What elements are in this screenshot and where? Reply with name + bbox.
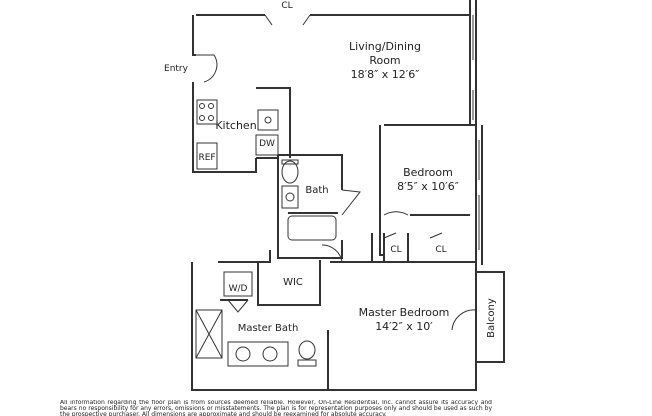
closet-b-label: CL (435, 245, 446, 255)
room-labels: CL Living/Dining Room 18′8″ x 12′6″ Entr… (164, 1, 497, 338)
master-toilet-icon (298, 340, 316, 360)
kitchen-label: Kitchen (215, 119, 256, 132)
doors (196, 14, 477, 331)
disclaimer-text: All information regarding the floor plan… (60, 400, 492, 416)
bath-label: Bath (305, 185, 328, 196)
kitchen-sink-icon (257, 109, 279, 131)
washer-dryer-label: W/D (229, 284, 248, 294)
walls (191, 0, 505, 391)
bedroom-name: Bedroom (403, 166, 453, 179)
vanity-sink-icon (281, 185, 299, 209)
wic-label: WIC (283, 277, 303, 288)
master-bedroom-name: Master Bedroom (359, 306, 450, 319)
living-room-name: Living/Dining (349, 40, 421, 53)
balcony-label: Balcony (486, 298, 497, 338)
bedroom-dims: 8′5″ x 10′6″ (397, 180, 459, 193)
refrigerator-label: REF (198, 153, 215, 163)
living-room-dims: 18′8″ x 12′6″ (351, 68, 420, 81)
toilet-icon (281, 160, 299, 184)
double-vanity-icon (227, 341, 289, 367)
bathtub-icon (287, 215, 337, 241)
dishwasher-label: DW (259, 139, 275, 149)
refrigerator-icon (196, 142, 218, 170)
stove-icon (196, 99, 218, 125)
shower-icon (195, 309, 223, 359)
fixtures (195, 99, 337, 367)
closet-a-label: CL (390, 245, 401, 255)
windows (472, 15, 480, 250)
living-room-name-2: Room (369, 54, 400, 67)
floor-plan: CL Living/Dining Room 18′8″ x 12′6″ Entr… (164, 0, 505, 391)
closet-top-label: CL (281, 1, 292, 11)
master-bedroom-dims: 14′2″ x 10′ (375, 320, 433, 333)
master-bath-label: Master Bath (238, 323, 299, 334)
washer-dryer-icon (223, 271, 253, 297)
entry-label: Entry (164, 64, 189, 74)
